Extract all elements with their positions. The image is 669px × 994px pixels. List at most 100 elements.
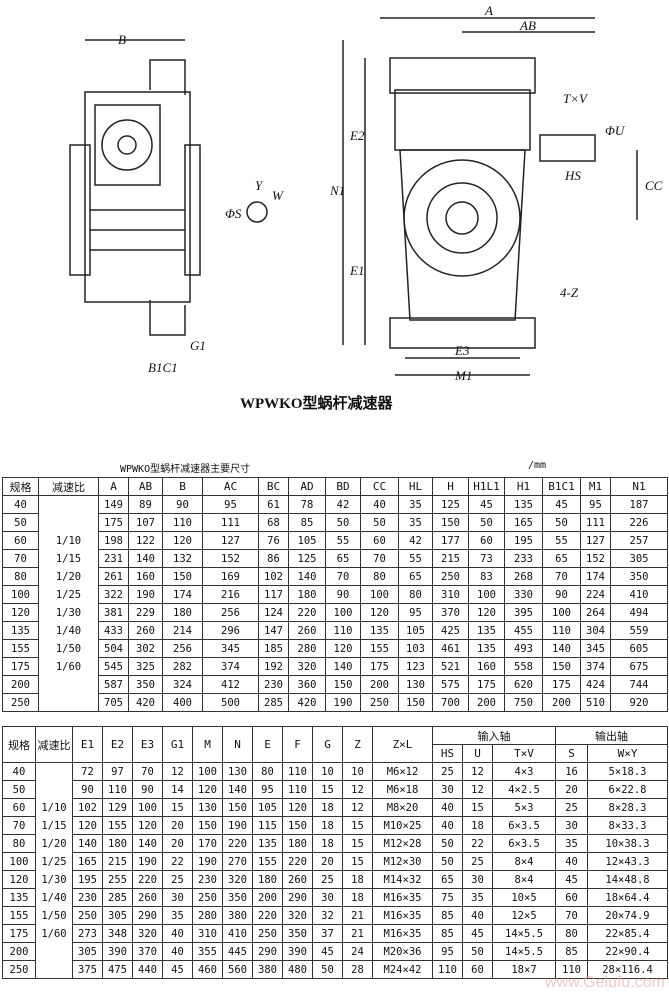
side-view	[69, 39, 268, 336]
table-cell: 25	[432, 762, 463, 781]
table-cell: 100	[325, 603, 361, 622]
table-cell: 305	[102, 906, 133, 925]
table-cell: 155	[2, 906, 36, 925]
table-cell: 130	[398, 675, 433, 694]
table-cell: 410	[222, 924, 253, 943]
column-header: AB	[128, 477, 163, 496]
table-cell: 117	[258, 585, 289, 604]
table-cell: 140	[288, 567, 326, 586]
table-cell: 110	[282, 780, 313, 799]
table-cell: 433	[98, 621, 129, 640]
table-cell: 250	[72, 906, 103, 925]
table-cell: 15	[342, 834, 373, 853]
table-cell: 285	[258, 693, 289, 712]
label-s: ΦS	[225, 206, 242, 221]
table-cell: 115	[252, 816, 283, 835]
table-cell: 231	[98, 549, 129, 568]
table-cell: 6×3.5	[491, 834, 557, 853]
table-cell: 14×5.5	[491, 924, 557, 943]
table-cell: 140	[132, 834, 163, 853]
table-cell: 195	[72, 870, 103, 889]
table-cell: 160	[468, 657, 505, 676]
table-cell: 28×116.4	[587, 960, 669, 979]
table-cell: 40	[162, 924, 193, 943]
table-cell: 400	[162, 693, 203, 712]
table-cell: 83	[468, 567, 505, 586]
table-cell: 18×64.4	[587, 888, 669, 907]
column-header: Z×L	[372, 726, 433, 763]
table-cell: 261	[98, 567, 129, 586]
table-cell: 107	[128, 513, 163, 532]
table-cell: 493	[504, 639, 543, 658]
table-cell: 290	[132, 906, 163, 925]
table-cell: 700	[432, 693, 469, 712]
table-cell: 110	[432, 960, 463, 979]
table-cell: 250	[2, 693, 39, 712]
column-header: CC	[360, 477, 399, 496]
table-cell: 124	[258, 603, 289, 622]
column-header: G	[312, 726, 343, 763]
table-cell: 180	[252, 870, 283, 889]
table-cell: 325	[128, 657, 163, 676]
table-cell: 8×28.3	[587, 798, 669, 817]
table-cell: 40	[432, 798, 463, 817]
table-cell: 390	[102, 942, 133, 961]
column-header: N	[222, 726, 253, 763]
table-cell: 12	[462, 780, 493, 799]
table-cell: 25	[555, 798, 589, 817]
table-cell: 18	[312, 798, 343, 817]
table-cell: 135	[2, 888, 36, 907]
table-cell: 100	[542, 603, 581, 622]
table-cell: 185	[258, 639, 289, 658]
table-cell: 30	[555, 816, 589, 835]
label-e1: E1	[349, 263, 364, 278]
table-cell: 545	[98, 657, 129, 676]
table-cell: 24	[342, 942, 373, 961]
table-cell: 480	[282, 960, 313, 979]
table-cell: 220	[252, 906, 283, 925]
column-header: M	[192, 726, 223, 763]
table-cell: 257	[610, 531, 668, 550]
table-cell: 42	[398, 531, 433, 550]
column-header: A	[98, 477, 129, 496]
table-cell: 374	[580, 657, 611, 676]
table-cell: 55	[325, 531, 361, 550]
column-header: H1	[504, 477, 543, 496]
table-cell: M24×42	[372, 960, 433, 979]
table-cell: 412	[202, 675, 259, 694]
table-cell: 95	[202, 495, 259, 514]
label-4z: 4-Z	[560, 285, 579, 300]
table-cell: 89	[128, 495, 163, 514]
column-header: H	[432, 477, 469, 496]
table-cell: 12×5	[491, 906, 557, 925]
table-cell: 120	[2, 870, 36, 889]
table-cell: 20	[162, 816, 193, 835]
table-cell: 305	[72, 942, 103, 961]
table-cell: 97	[102, 762, 133, 781]
table-cell: 355	[192, 942, 223, 961]
table-cell: 20	[555, 780, 589, 799]
table-cell: M16×35	[372, 906, 433, 925]
label-u: ΦU	[605, 123, 626, 138]
table-cell: 70	[325, 567, 361, 586]
table-cell: 40	[555, 852, 589, 871]
table-cell: 310	[432, 585, 469, 604]
table-cell: 80	[398, 585, 433, 604]
table-cell: 85	[432, 924, 463, 943]
table-cell: 80	[2, 567, 39, 586]
table-cell: 50	[432, 834, 463, 853]
table-cell: 198	[98, 531, 129, 550]
table-cell: 35	[398, 513, 433, 532]
table-cell: 14×48.8	[587, 870, 669, 889]
table-cell: 220	[282, 852, 313, 871]
table-cell: 220	[132, 870, 163, 889]
table-cell: 95	[580, 495, 611, 514]
group-header-input: 输入轴	[431, 726, 557, 745]
table-cell: 195	[504, 531, 543, 550]
table-cell: 268	[504, 567, 543, 586]
drawing-title: WPWKO型蜗杆减速器	[240, 394, 393, 412]
